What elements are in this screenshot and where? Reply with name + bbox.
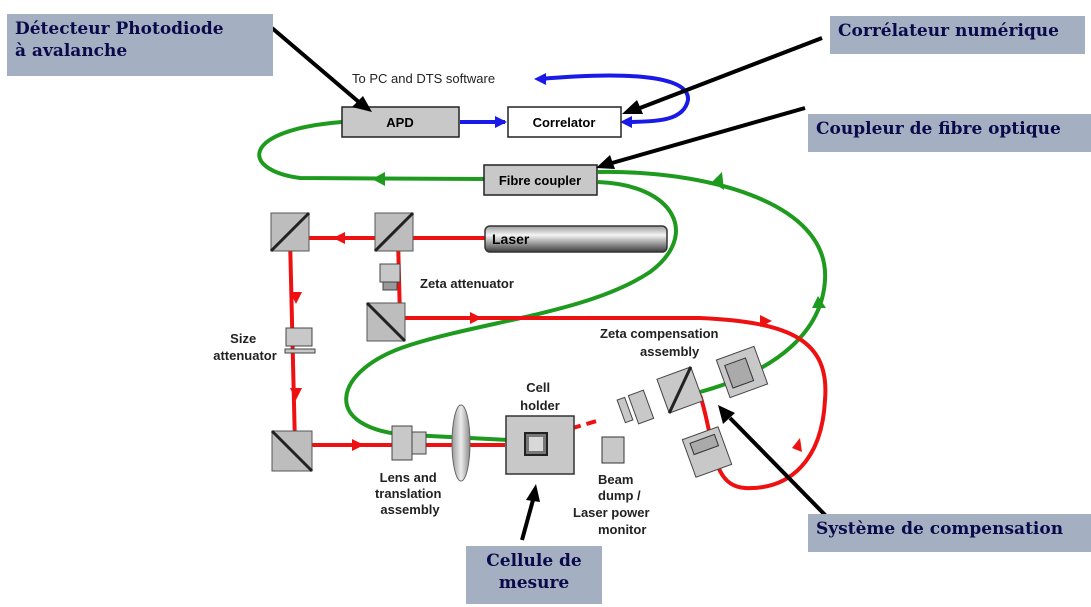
zeta-attenuator-component [379, 263, 401, 291]
zeta-attenuator-label: Zeta attenuator [420, 276, 514, 291]
zeta-compensation-assembly [616, 345, 769, 478]
to-pc-label: To PC and DTS software [352, 71, 495, 86]
correlator-to-pc-loop [539, 73, 691, 124]
compensation-pointer [728, 416, 832, 522]
cell-holder-label: Cell holder [520, 380, 560, 413]
laser-label: Laser [492, 231, 530, 247]
laser-tube: Laser [484, 225, 668, 253]
correlator-box: Correlator [507, 106, 622, 138]
beam-dump [601, 436, 625, 464]
callout-correlator-text: Corrélateur numérique [838, 21, 1059, 41]
callout-apd-line2: à avalanche [15, 41, 128, 61]
apd-pointer [270, 26, 362, 105]
mirror-top-left [269, 211, 311, 253]
correlator-pointer [639, 36, 823, 110]
callout-digital-correlator: Corrélateur numérique [830, 16, 1085, 54]
mirror-bottom-left [270, 429, 314, 473]
apd-box: APD [341, 106, 460, 138]
callout-apd-detector: Détecteur Photodiode à avalanche [7, 14, 273, 76]
size-attenuator-label: Size attenuator [213, 331, 277, 363]
zeta-compensation-label: Zeta compensation assembly [600, 326, 722, 359]
fiber-arrowheads [372, 172, 826, 308]
cell-pointer [520, 499, 535, 541]
lens-assembly-label: Lens and translation assembly [375, 470, 445, 517]
callout-fiber-coupler: Coupleur de fibre optique [808, 114, 1091, 152]
fibre-coupler-box: Fibre coupler [483, 164, 598, 196]
signal-arrowheads [495, 73, 632, 128]
mirror-zeta [365, 301, 407, 343]
cell-holder [505, 415, 575, 475]
lens-assembly [391, 404, 471, 482]
callout-compensation-text: Système de compensation [816, 519, 1064, 539]
callout-apd-line1: Détecteur Photodiode [15, 19, 224, 39]
callout-cell-line1: Cellule de [486, 551, 582, 571]
callout-measuring-cell: Cellule de mesure [466, 546, 602, 604]
callout-compensation-system: Système de compensation [808, 514, 1091, 552]
beam-dump-label: Beam dump / Laser power monitor [573, 472, 653, 537]
laser-arrowheads [290, 232, 802, 452]
apd-label: APD [386, 115, 413, 130]
callout-coupler-text: Coupleur de fibre optique [816, 119, 1061, 139]
fibre-coupler-label: Fibre coupler [499, 173, 581, 188]
mirror-top-right [373, 211, 415, 253]
callout-cell-line2: mesure [498, 573, 570, 593]
coupler-pointer [611, 106, 806, 165]
callout-pointer-arrows [270, 26, 832, 541]
correlator-label: Correlator [533, 115, 596, 130]
size-attenuator-component [284, 327, 316, 354]
